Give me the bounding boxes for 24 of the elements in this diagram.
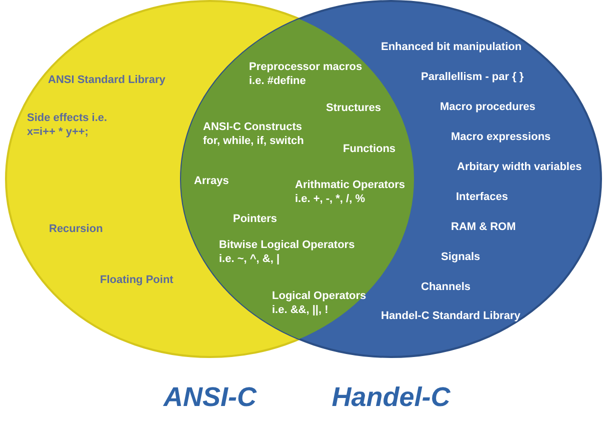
feature-label: Channels [421,280,471,294]
feature-label: Arithmatic Operators i.e. +, -, *, /, % [295,178,406,206]
feature-label: Signals [441,250,480,264]
feature-label: Parallellism - par { } [421,70,524,84]
feature-label: Arrays [194,174,229,188]
set-title: Handel-C [332,382,450,413]
feature-label: ANSI-C Constructs for, while, if, switch [203,120,305,148]
feature-label: Pointers [233,212,278,226]
feature-label: Bitwise Logical Operators i.e. ~, ^, &, | [219,238,356,266]
feature-label: Enhanced bit manipulation [381,40,522,54]
feature-label: RAM & ROM [451,220,516,234]
feature-label: Functions [343,142,396,156]
feature-label: Preprocessor macros i.e. #define [249,60,364,88]
feature-label: Interfaces [456,190,508,204]
feature-label: Recursion [49,222,103,236]
feature-label: Floating Point [100,273,174,287]
feature-label: Structures [326,101,382,115]
feature-label: Handel-C Standard Library [381,309,520,323]
set-title: ANSI-C [164,382,256,413]
feature-label: Macro procedures [440,100,536,114]
feature-label: Side effects i.e. x=i++ * y++; [27,111,108,139]
feature-label: Arbitary width variables [457,160,582,174]
feature-label: ANSI Standard Library [48,73,166,87]
feature-label: Macro expressions [451,130,551,144]
